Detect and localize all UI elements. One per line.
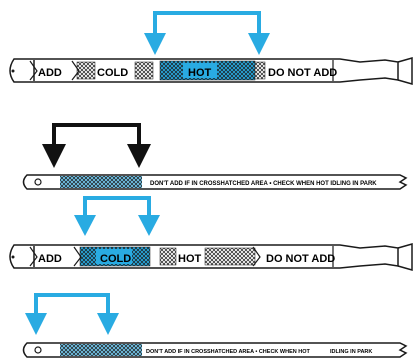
note-text-4a: DON'T ADD IF IN CROSSHATCHED AREA • CHEC… bbox=[146, 349, 310, 355]
range-arrow-3 bbox=[83, 196, 151, 220]
range-arrow-2 bbox=[52, 123, 141, 150]
arrow-head-1b bbox=[248, 33, 270, 55]
arrow-head-4a bbox=[25, 313, 47, 335]
dipstick-blade-3 bbox=[9, 244, 399, 269]
dipstick-1: ADD COLD HOT DO NOT ADD bbox=[9, 11, 413, 85]
dipstick-2: DON'T ADD IF IN CROSSHATCHED AREA • CHEC… bbox=[22, 123, 408, 190]
label-hot-1: HOT bbox=[188, 67, 212, 79]
arrow-head-4b bbox=[97, 313, 119, 335]
label-hot-3: HOT bbox=[178, 253, 202, 265]
range-arrow-4 bbox=[34, 293, 110, 318]
note-text-2: DON'T ADD IF IN CROSSHATCHED AREA • CHEC… bbox=[150, 181, 377, 187]
label-cold-1: COLD bbox=[97, 67, 128, 79]
label-cold-3: COLD bbox=[100, 253, 131, 265]
dipstick-4: DON'T ADD IF IN CROSSHATCHED AREA • CHEC… bbox=[22, 293, 408, 358]
arrow-head-3a bbox=[74, 215, 96, 236]
note-text-4b: IDLING IN PARK bbox=[330, 349, 372, 355]
label-add-3: ADD bbox=[38, 253, 62, 265]
range-arrow-1 bbox=[153, 11, 261, 38]
arrow-head-2b bbox=[127, 144, 151, 168]
label-do-not-add-1: DO NOT ADD bbox=[268, 67, 337, 79]
label-add-1: ADD bbox=[38, 67, 62, 79]
arrow-head-3b bbox=[138, 215, 160, 236]
arrow-head-2a bbox=[42, 144, 66, 168]
dipstick-3: ADD COLD HOT DO NOT ADD bbox=[9, 196, 413, 271]
label-do-not-add-3: DO NOT ADD bbox=[266, 253, 335, 265]
arrow-head-1a bbox=[144, 33, 166, 55]
